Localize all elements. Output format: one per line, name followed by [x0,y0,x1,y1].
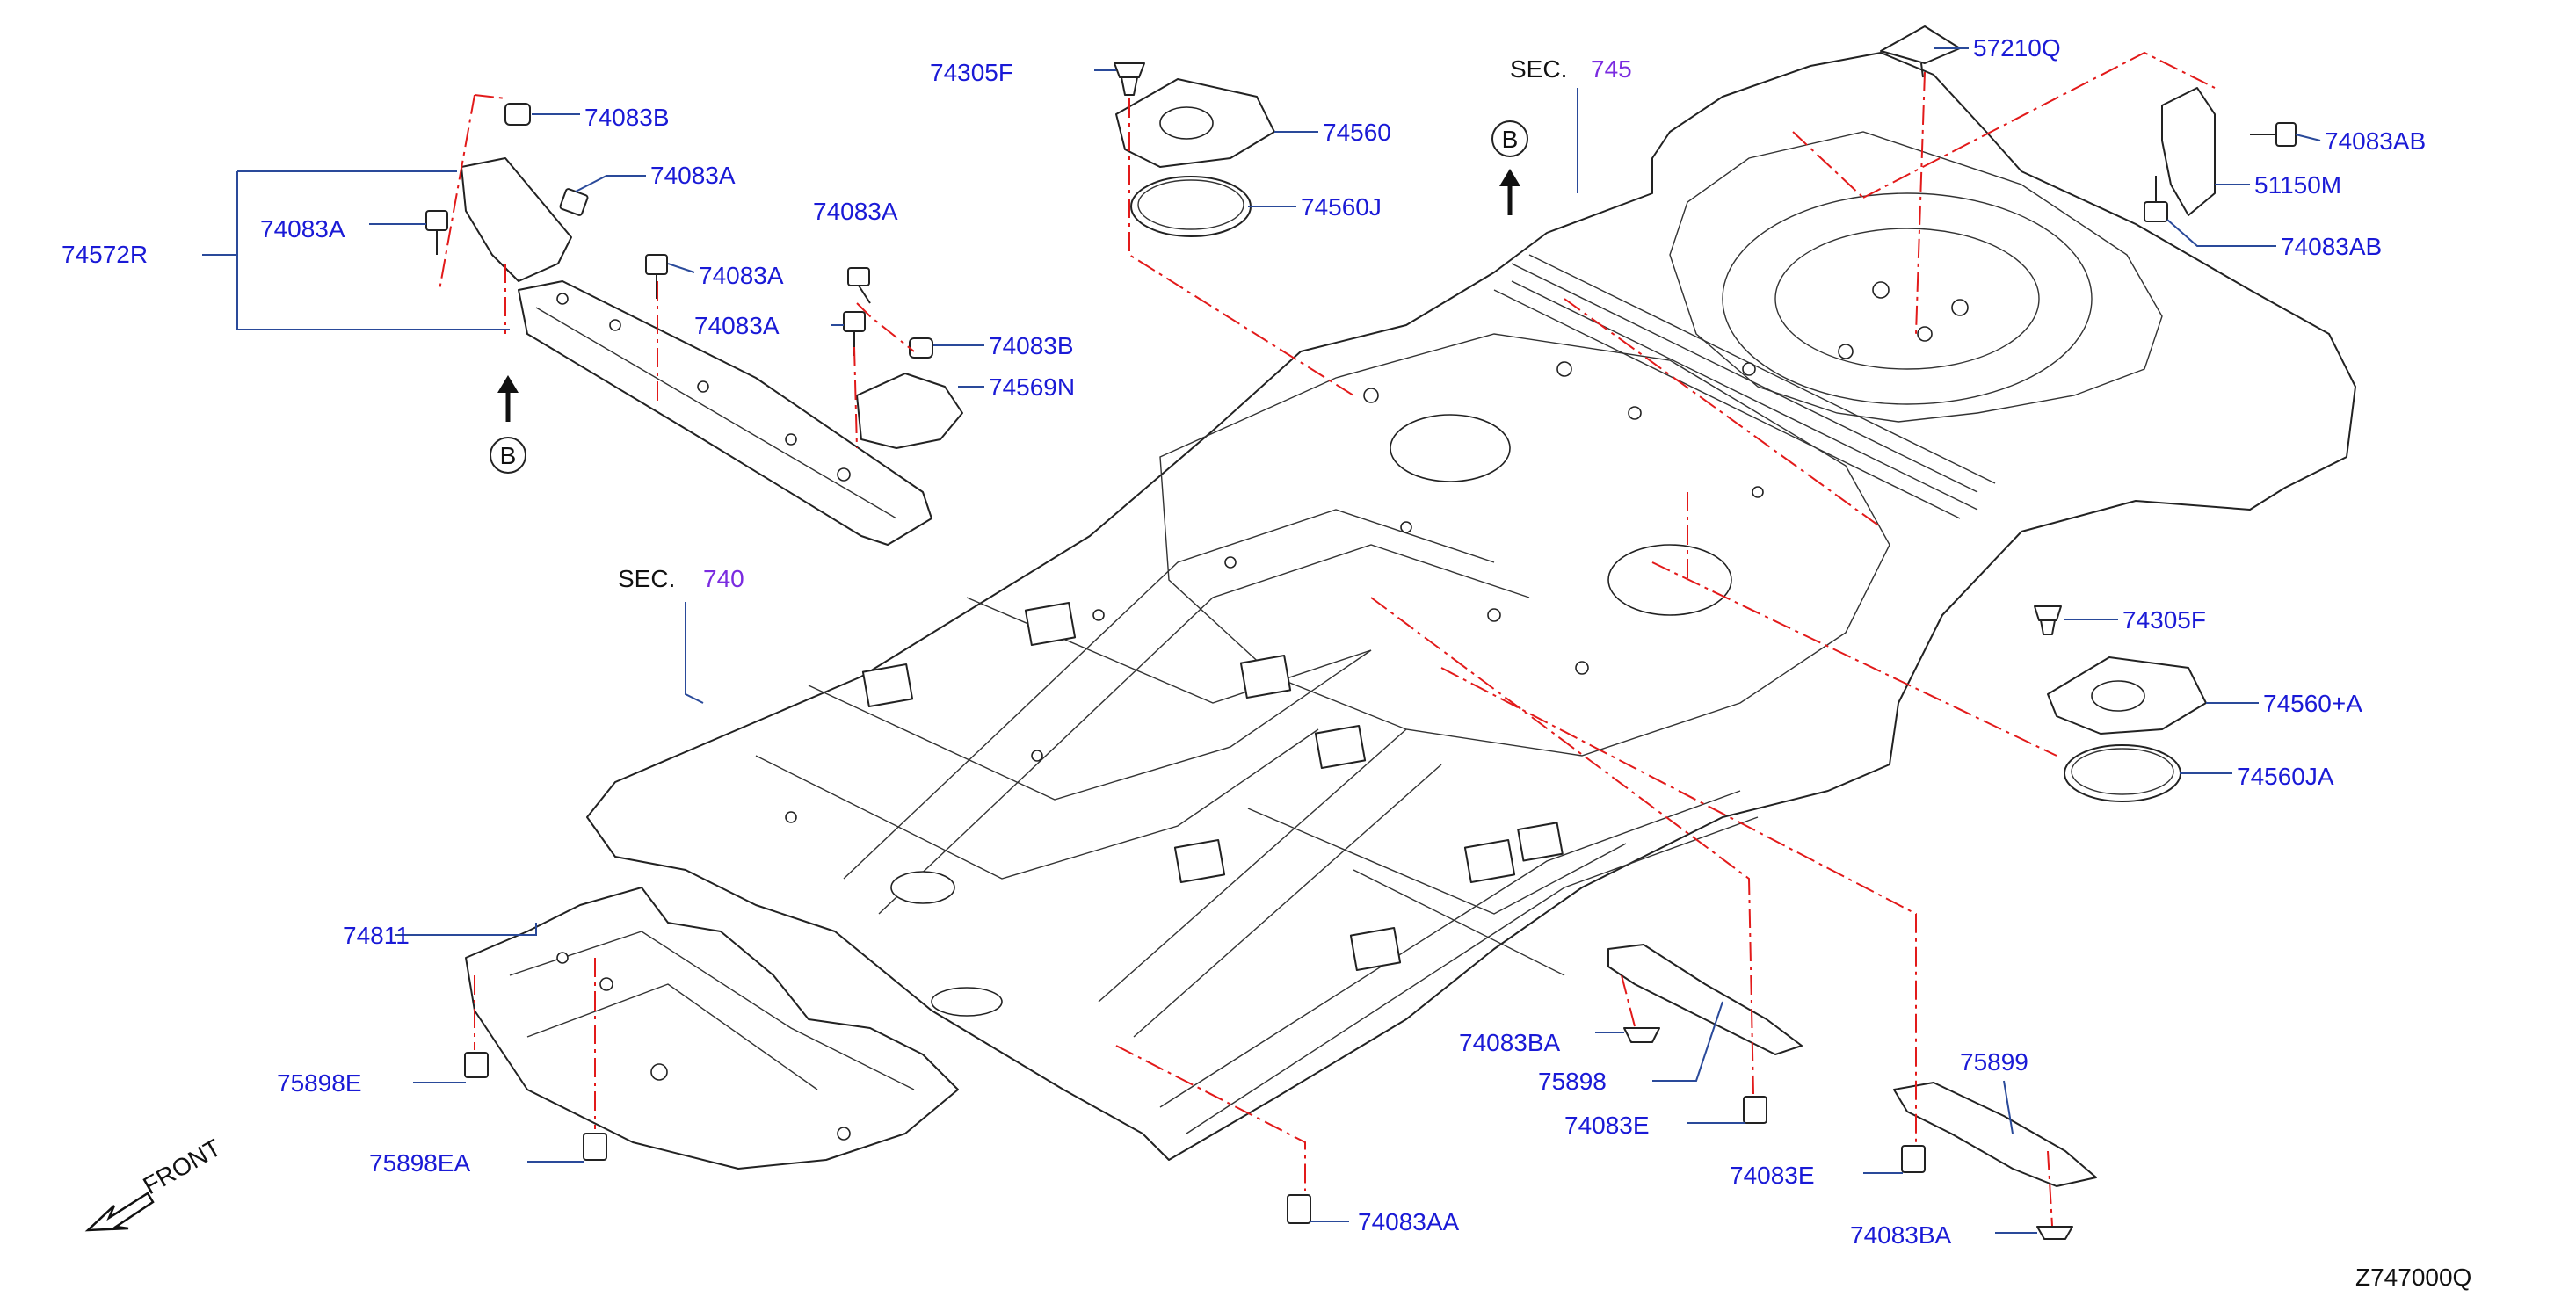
label-75898EA[interactable]: 75898EA [369,1149,471,1177]
bracket-75898 [1607,944,1803,1055]
label-74083E-middle[interactable]: 74083E [1564,1112,1650,1139]
label-74083A-middle[interactable]: 74083A [699,262,784,289]
view-marker-b-upper-label: B [1502,126,1519,153]
view-marker-b-lower-label: B [500,442,517,469]
under-cover-74811 [465,887,959,1170]
clip-74305F-right [2034,605,2062,635]
sec-745-prefix: SEC. [1510,55,1567,83]
label-74083BA-middle[interactable]: 74083BA [1459,1029,1561,1056]
upper-bracket-74572R [461,157,572,282]
seal-74560-upper [1115,78,1275,168]
label-74305F-upper[interactable]: 74305F [930,59,1013,86]
sec-745-number[interactable]: 745 [1591,55,1632,83]
reference-lines [439,51,2216,1227]
sec-740-number[interactable]: 740 [703,565,744,592]
label-74083E-right[interactable]: 74083E [1730,1162,1815,1189]
label-74560JA[interactable]: 74560JA [2237,763,2334,790]
front-label: FRONT [139,1134,226,1199]
bolt-75898EA [583,1133,607,1161]
label-74083A-left[interactable]: 74083A [260,215,345,243]
bolt-74083A-left [425,210,448,255]
label-74083A-bracket[interactable]: 74083A [650,162,736,189]
floor-access-hole-lower [1607,544,1732,616]
bracket-75899 [1893,1082,2097,1187]
nut-74083B-center [909,337,933,359]
bracket-51150M [2161,87,2216,216]
front-arrow-icon [84,1192,155,1232]
bolt-74083A-lower-center [843,311,866,356]
label-75899[interactable]: 75899 [1960,1048,2028,1076]
label-51150M[interactable]: 51150M [2254,171,2341,199]
bolt-74083E-middle [1743,1096,1767,1124]
bolt-74083A-bracket [559,188,589,216]
label-75898E[interactable]: 75898E [277,1069,362,1097]
label-74305F-right[interactable]: 74305F [2122,606,2206,634]
ring-74560J-upper [1130,176,1252,237]
clip-74305F-upper [1114,62,1145,96]
floor-panel-outline [586,52,2356,1161]
sec-740-prefix: SEC. [618,565,675,592]
clip-74083BA-right [2036,1226,2073,1240]
label-74083BA-right[interactable]: 74083BA [1850,1221,1952,1249]
label-74083B-center[interactable]: 74083B [989,332,1074,359]
label-74572R[interactable]: 74572R [62,241,148,268]
leader-lines [202,47,2321,1234]
rear-floor-pan [1669,131,2163,423]
label-74083A-lower-center[interactable]: 74083A [694,312,780,339]
label-74083B-upper[interactable]: 74083B [584,104,670,131]
bracket-74569N [856,373,963,449]
label-74083A-upper-center[interactable]: 74083A [813,198,898,225]
bolt-75898E [464,1052,489,1078]
label-74560J[interactable]: 74560J [1301,193,1382,221]
nut-74083B-upper [504,103,531,126]
ring-74560JA-right [2064,744,2181,802]
view-marker-b-upper: B [1491,120,1528,215]
bolt-74083A-middle [645,254,668,299]
bolt-74083AB-lower [2144,176,2168,222]
figure-code: Z747000Q [2355,1264,2471,1291]
label-75898[interactable]: 75898 [1538,1068,1607,1095]
label-57210Q[interactable]: 57210Q [1973,34,2061,62]
view-marker-b-lower: B [490,375,526,474]
bolt-74083AA [1287,1194,1311,1224]
front-arrow: FRONT [84,1134,226,1232]
spare-tire-well [1722,192,2093,405]
floor-panel-assembly [586,52,2356,1161]
part-labels: 74305F 74560 74560J 57210Q 74083AB 51150… [62,34,2426,1249]
clip-74083BA-middle [1623,1027,1660,1043]
label-74083AB-lower[interactable]: 74083AB [2281,233,2382,260]
floor-access-hole-upper [1390,414,1511,482]
bolt-74083E-right [1901,1145,1926,1173]
label-74560[interactable]: 74560 [1323,119,1391,146]
label-74569N[interactable]: 74569N [989,373,1075,401]
label-74560A[interactable]: 74560+A [2263,690,2362,717]
bolt-74083AB-right [2250,122,2297,147]
label-74083AA[interactable]: 74083AA [1358,1208,1460,1235]
bolt-74083A-upper-center [847,267,871,304]
front-bracket-assembly [461,157,963,546]
label-74083AB-upper[interactable]: 74083AB [2325,127,2426,155]
label-74811[interactable]: 74811 [343,922,410,949]
